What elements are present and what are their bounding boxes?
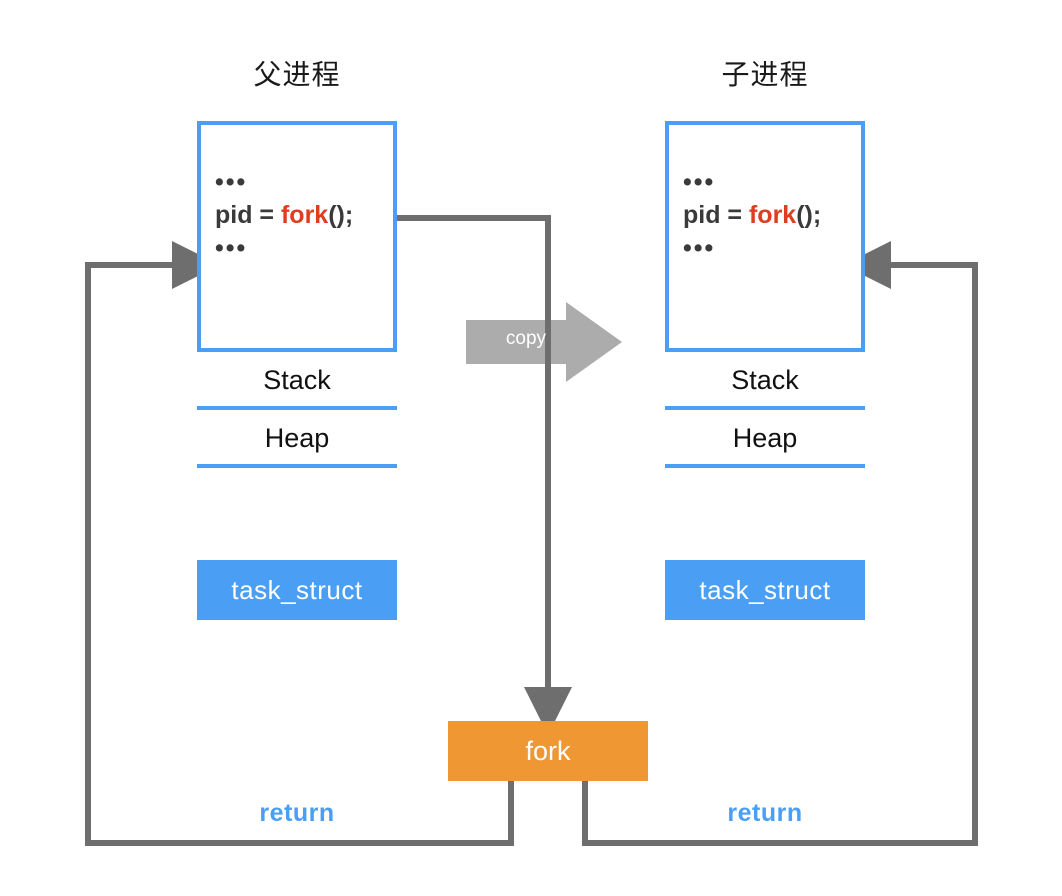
child-code-fork-statement: pid = fork(); [683,197,861,233]
child-process-title: 子进程 [721,59,809,90]
parent-code-fork-keyword: fork [280,201,329,229]
parent-return-label: return [259,799,335,827]
parent-segment-heap: Heap [197,406,397,464]
child-code-prefix: pid = [683,201,749,229]
parent-code-dots-bottom: ••• [215,234,248,262]
child-return-connector [582,241,978,846]
parent-code-area: ••• pid = fork(); ••• [201,125,393,350]
parent-process-title: 父进程 [253,59,341,90]
child-task-struct-block: task_struct [665,560,865,620]
child-code-suffix: (); [796,201,822,229]
parent-code-dots-top: ••• [215,168,248,196]
parent-segment-stack: Stack [197,348,397,406]
copy-block-arrow [466,302,622,382]
parent-code-prefix: pid = [215,201,281,229]
parent-code-suffix: (); [328,201,354,229]
child-code-area: ••• pid = fork(); ••• [669,125,861,350]
child-code-dots-top: ••• [683,168,716,196]
child-code-fork-keyword: fork [748,201,797,229]
fork-call-connector [397,215,572,735]
parent-process-memory-box: ••• pid = fork(); ••• Stack Heap [197,121,397,533]
fork-syscall-box: fork [448,721,648,781]
child-code-dots-bottom: ••• [683,234,716,262]
parent-segment-empty [197,464,397,533]
child-segment-empty [665,464,865,533]
child-return-label: return [727,799,803,827]
parent-return-connector [85,241,514,846]
child-segment-heap: Heap [665,406,865,464]
parent-code-fork-statement: pid = fork(); [215,197,393,233]
child-segment-stack: Stack [665,348,865,406]
child-process-memory-box: ••• pid = fork(); ••• Stack Heap [665,121,865,533]
parent-task-struct-block: task_struct [197,560,397,620]
